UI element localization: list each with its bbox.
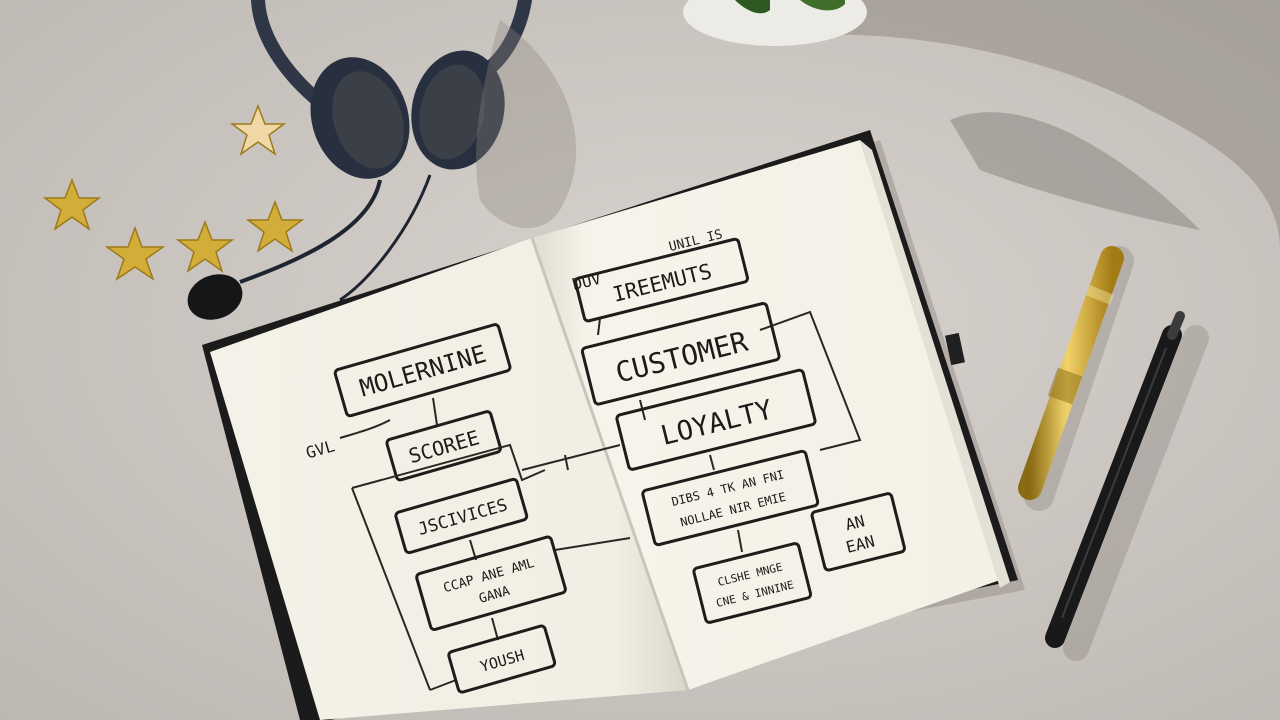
plant-shadow-leaf (950, 112, 1200, 230)
potted-plant-icon (683, 0, 867, 46)
page-edges (860, 140, 1010, 588)
headset-shadow (476, 20, 577, 229)
gold-pen-cap-icon (1018, 246, 1134, 511)
plant-shadow (760, 0, 1280, 250)
left-page (210, 238, 688, 720)
gold-star-icon (42, 103, 305, 281)
notebook-elastic (945, 332, 965, 366)
pen-icon (1045, 311, 1209, 661)
right-page (532, 140, 1000, 690)
headset-icon (187, 0, 532, 320)
gutter (530, 237, 690, 691)
right-box-6-label: AN (843, 511, 866, 534)
